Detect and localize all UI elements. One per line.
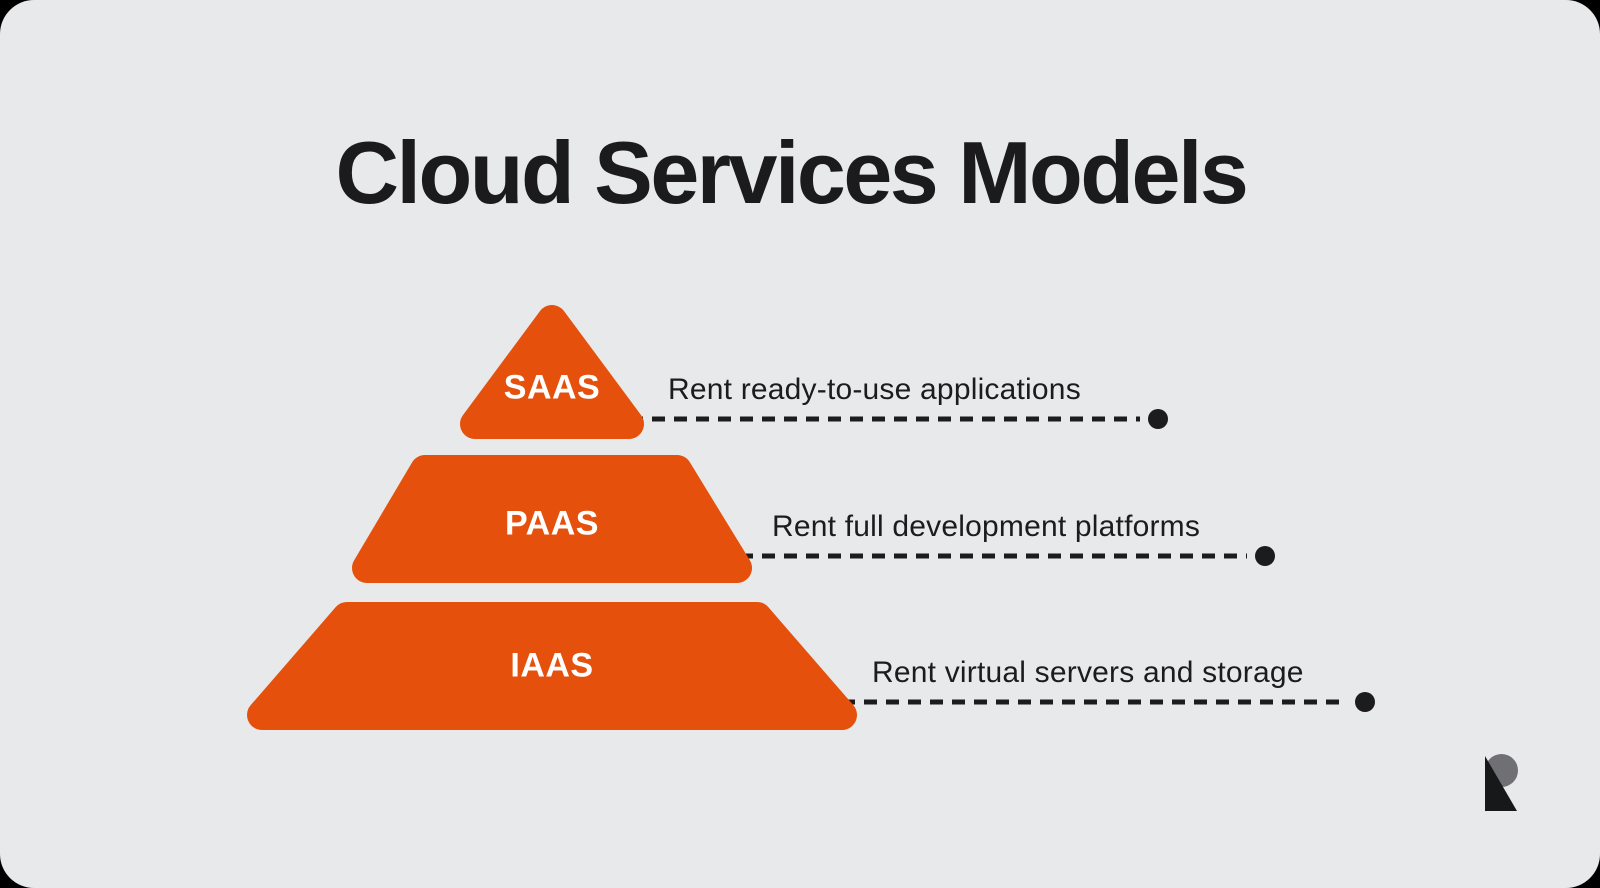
- iaas-connector-dot: [1355, 692, 1375, 712]
- saas-label: SAAS: [503, 368, 601, 407]
- brand-logo: [1485, 754, 1518, 812]
- saas-triangle: [460, 305, 644, 439]
- iaas-trapezoid: [247, 602, 857, 730]
- saas-connector-dot: [1148, 409, 1168, 429]
- paas-description: Rent full development platforms: [772, 510, 1201, 543]
- paas-label: PAAS: [505, 504, 599, 543]
- paas-trapezoid: [352, 455, 752, 583]
- saas-description: Rent ready-to-use applications: [668, 373, 1081, 406]
- iaas-description: Rent virtual servers and storage: [872, 656, 1304, 689]
- paas-connector-dot: [1255, 546, 1275, 566]
- page-title: Cloud Services Models: [335, 123, 1248, 222]
- iaas-label: IAAS: [510, 646, 594, 685]
- r-mark-icon: [1485, 754, 1518, 811]
